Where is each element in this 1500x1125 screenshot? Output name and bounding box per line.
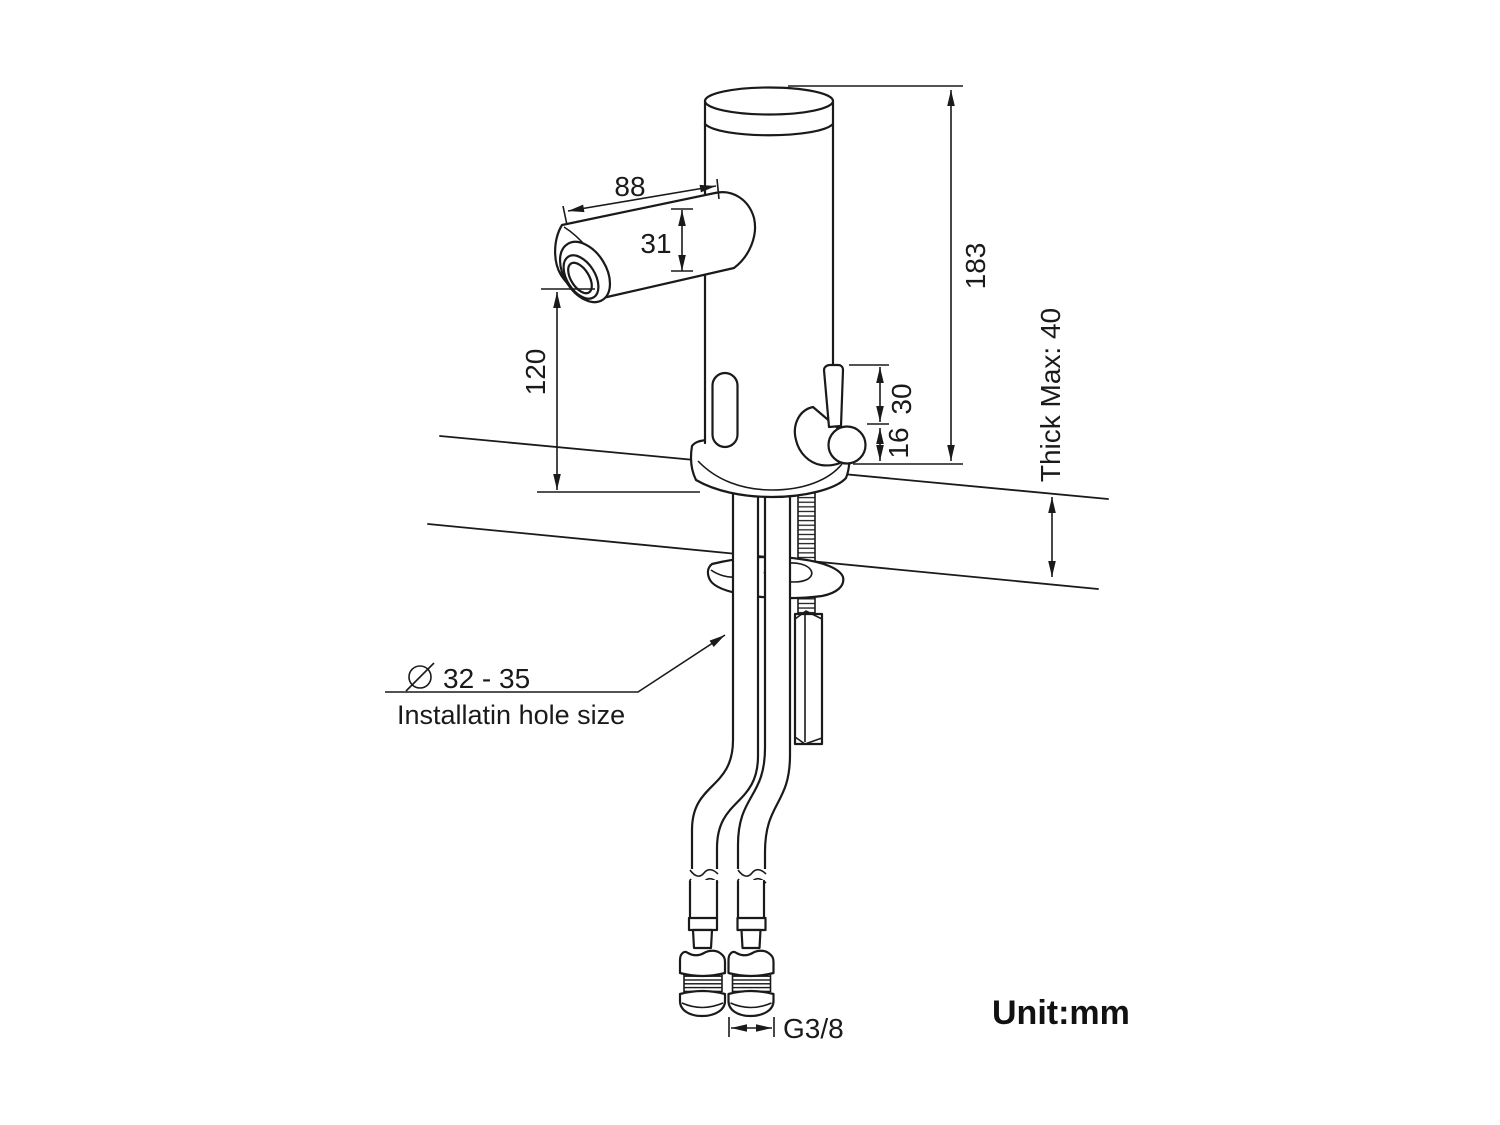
dimension-spout-diameter: 31 [640,208,693,272]
dim-total-height-value: 183 [960,243,991,290]
dim-spout-diameter-value: 31 [640,228,671,259]
hose-lower-left [688,879,719,920]
dimension-outlet-height: 120 [520,288,700,493]
dim-outlet-height-value: 120 [520,349,551,396]
supply-hose-left [690,487,760,872]
diameter-symbol [405,662,435,692]
dimension-hose-thread: G3/8 [728,1013,844,1044]
mounting-hardware [678,487,845,1018]
sensor-window [711,371,739,449]
faucet [554,86,867,499]
hex-standoff-nut [793,610,824,746]
dim-lever-offset-value: 16 [883,427,914,458]
unit-note: Unit:mm [992,994,1130,1032]
dim-spout-reach-value: 88 [614,171,645,202]
hole-size-value: 32 - 35 [443,663,530,694]
dim-lever-length-value: 30 [886,383,917,414]
aerator-outlet [567,261,593,295]
dim-deck-thickness-value: Thick Max: 40 [1035,308,1066,482]
hose-lower-right [736,879,766,920]
installation-hole-callout: 32 - 35 Installatin hole size [385,634,726,730]
dimension-lever-length: 30 [849,364,917,425]
body-top-cap [703,86,835,116]
dimension-lever-offset: 16 [876,427,914,461]
dimension-total-height: 183 [788,85,991,465]
hose-connector-left [678,916,727,1018]
dimension-deck-thickness: Thick Max: 40 [1035,308,1066,577]
supply-hose-right [736,487,792,873]
hose-thread-value: G3/8 [783,1013,844,1044]
dimension-spout-reach: 88 [562,171,720,226]
hole-size-label: Installatin hole size [397,700,625,730]
spout [554,191,757,304]
hose-connector-right [727,916,775,1018]
temperature-lever [822,363,845,429]
